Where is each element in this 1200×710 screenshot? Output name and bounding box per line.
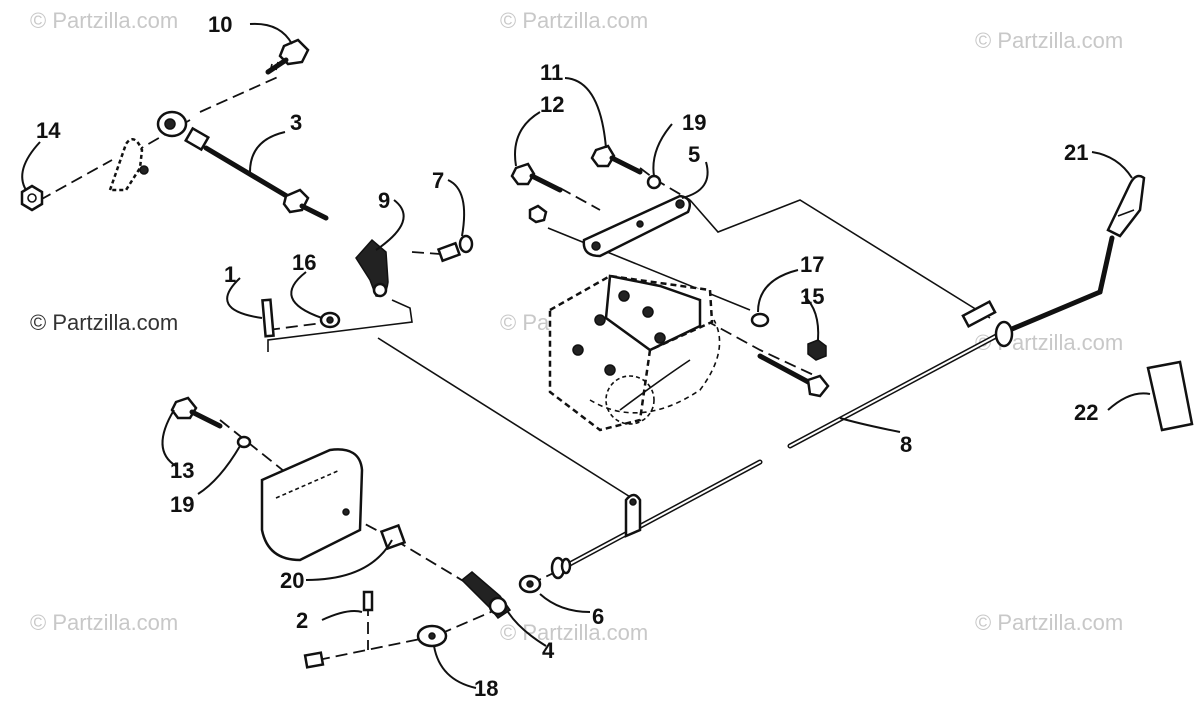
outline-bracket-line xyxy=(547,227,751,311)
lever-4 xyxy=(460,571,512,620)
callout-15: 15 xyxy=(800,284,824,309)
nut-15 xyxy=(807,339,827,361)
callout-17: 17 xyxy=(800,252,824,277)
dash-bolt-bracket-line xyxy=(704,319,821,379)
callout-5: 5 xyxy=(688,142,700,167)
washer-16 xyxy=(319,311,341,329)
callout-7: 7 xyxy=(432,168,444,193)
spacer-20 xyxy=(379,523,407,551)
callout-9: 9 xyxy=(378,188,390,213)
bolt-11 xyxy=(590,144,643,175)
washer-17 xyxy=(750,312,770,328)
pin-7 xyxy=(436,234,474,263)
cover-plate xyxy=(260,448,364,562)
mounting-bracket xyxy=(548,274,721,432)
callout-1: 1 xyxy=(224,262,236,287)
callout-6: 6 xyxy=(592,604,604,629)
dash-pin1-line xyxy=(267,321,331,331)
nut-19-lower xyxy=(236,435,252,449)
watermark-bottom-right: © Partzilla.com xyxy=(975,610,1123,635)
outline-diagonal-lower xyxy=(377,337,636,501)
pin-1 xyxy=(261,298,275,338)
dash-bolt12-line xyxy=(559,187,601,211)
bolt-12 xyxy=(510,162,563,193)
callout-12: 12 xyxy=(540,92,564,117)
washer-6 xyxy=(518,574,542,594)
assembly-outline xyxy=(39,75,991,661)
watermark-top-center: © Partzilla.com xyxy=(500,8,648,33)
bracket-bolt xyxy=(757,353,830,398)
callout-18: 18 xyxy=(474,676,498,701)
bolt-13 xyxy=(170,396,223,429)
nut-14 xyxy=(20,184,44,212)
cam-bracket-left xyxy=(108,137,149,192)
callout-10: 10 xyxy=(208,12,232,37)
callout-22: 22 xyxy=(1074,400,1098,425)
callout-4: 4 xyxy=(542,638,555,663)
callout-3: 3 xyxy=(290,110,302,135)
main-shaft-8 xyxy=(550,235,1115,580)
pin-2 xyxy=(362,590,374,612)
bolt-10 xyxy=(265,38,310,75)
pin-lower xyxy=(303,651,325,669)
outline-left-step xyxy=(267,299,413,352)
callout-labels: 10 14 3 11 12 19 5 21 9 7 1 16 17 15 22 … xyxy=(36,12,1098,701)
pad-22 xyxy=(1146,360,1194,432)
watermark-top-left: © Partzilla.com xyxy=(30,8,178,33)
callout-19-upper: 19 xyxy=(682,110,706,135)
dash-washer18-line xyxy=(317,637,426,661)
callout-2: 2 xyxy=(296,608,308,633)
callout-13: 13 xyxy=(170,458,194,483)
shaft-lever xyxy=(624,493,642,538)
callout-16: 16 xyxy=(292,250,316,275)
dash-lever4-line xyxy=(439,607,501,635)
outline-upper-right xyxy=(689,199,991,319)
dash-pin7-line xyxy=(411,251,441,255)
dash-bolt10-line xyxy=(199,75,281,113)
watermark-bottom-left: © Partzilla.com xyxy=(30,610,178,635)
callout-11: 11 xyxy=(540,60,563,85)
watermark-top-right: © Partzilla.com xyxy=(975,28,1123,53)
callout-21: 21 xyxy=(1064,140,1088,165)
callout-20: 20 xyxy=(280,568,304,593)
callout-8: 8 xyxy=(900,432,912,457)
watermark-bottom-center: © Partzilla.com xyxy=(500,620,648,645)
leader-lines xyxy=(21,22,1151,689)
watermark-mid-left: © Partzilla.com xyxy=(30,310,178,335)
small-nut xyxy=(528,204,548,224)
handle-grip-21 xyxy=(1106,174,1146,238)
callout-14: 14 xyxy=(36,118,61,143)
lever-9 xyxy=(355,238,389,298)
link-rod-3 xyxy=(156,110,329,221)
washer-18 xyxy=(416,624,448,648)
dash-nut14-line xyxy=(39,159,113,201)
plate-5 xyxy=(582,194,691,258)
callout-19-lower: 19 xyxy=(170,492,194,517)
nut-19-upper xyxy=(646,174,662,190)
